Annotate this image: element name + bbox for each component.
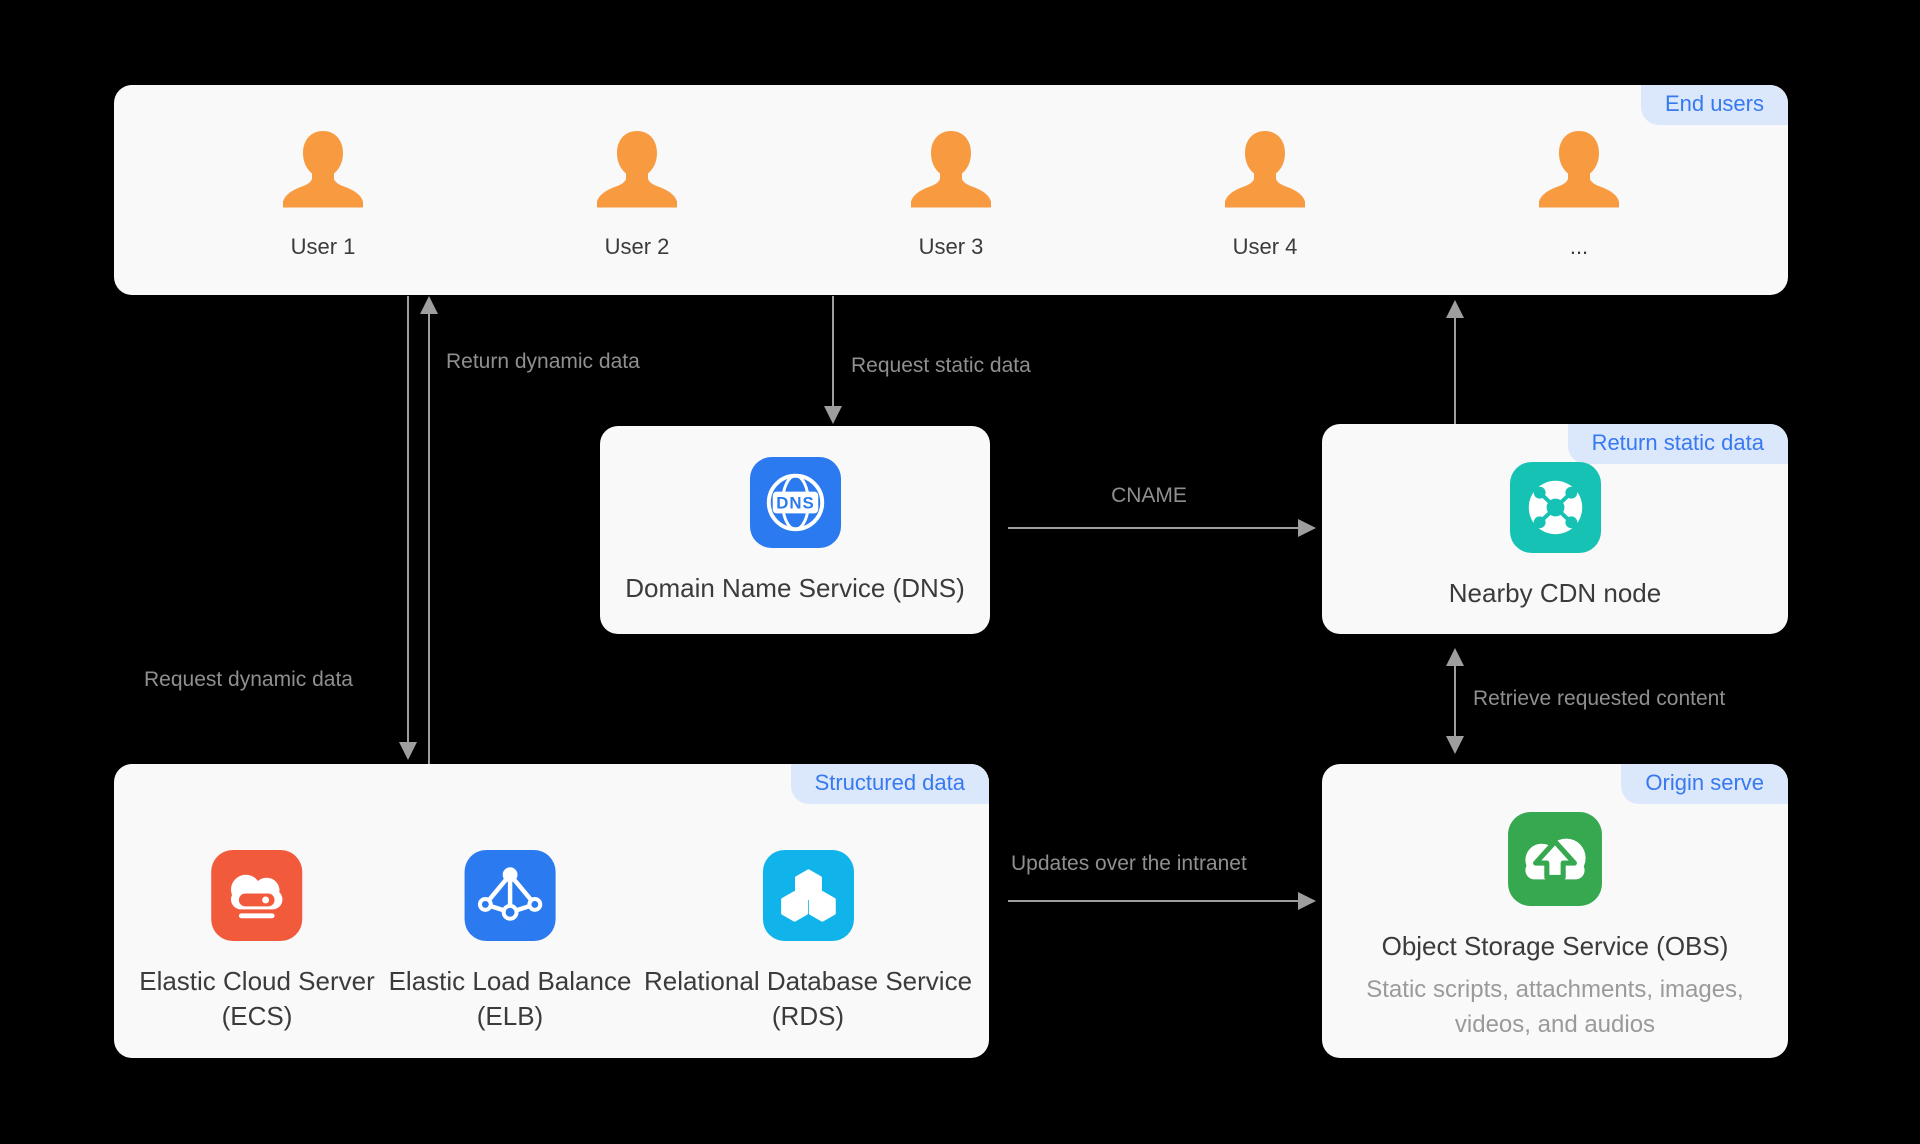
edge-label-updates: Updates over the intranet — [1011, 852, 1247, 875]
user-icon — [275, 121, 371, 222]
cdn-label: Nearby CDN node — [1448, 577, 1662, 608]
dns-panel: DNS Domain Name Service (DNS) — [600, 426, 990, 634]
user-cell: User 1 — [166, 121, 480, 260]
user-icon — [589, 121, 685, 222]
user-cell: User 2 — [480, 121, 794, 260]
obs-label: Object Storage Service (OBS) — [1381, 931, 1729, 961]
user-cell: User 3 — [794, 121, 1108, 260]
user-cell: ... — [1422, 121, 1736, 260]
structured-data-badge: Structured data — [790, 764, 989, 804]
elb-label: Elastic Load Balance (ELB) — [388, 966, 632, 1031]
cdn-panel: Return static data Nearby CDN node — [1322, 424, 1788, 634]
structured-data-panel: Structured data Elastic Cloud Server (EC… — [114, 764, 989, 1058]
elb-icon — [462, 848, 557, 948]
user-label: User 1 — [290, 233, 356, 259]
edge-label-return-dynamic: Return dynamic data — [446, 350, 640, 373]
edge-label-retrieve: Retrieve requested content — [1473, 687, 1726, 710]
user-label: User 4 — [1232, 233, 1298, 259]
users-row: User 1 User 2 User 3 User 4 — [114, 85, 1788, 295]
obs-subtitle: Static scripts, attachments, images, vid… — [1366, 976, 1744, 1038]
ecs-label: Elastic Cloud Server (ECS) — [139, 966, 375, 1031]
cdn-node-icon — [1508, 460, 1603, 560]
return-static-data-badge: Return static data — [1567, 424, 1788, 464]
user-cell: User 4 — [1108, 121, 1422, 260]
rds-icon — [760, 848, 855, 948]
origin-serve-panel: Origin serve Object Storage Service (OBS… — [1322, 764, 1788, 1058]
origin-serve-badge: Origin serve — [1621, 764, 1788, 804]
dns-label: Domain Name Service (DNS) — [625, 572, 965, 603]
user-label: User 3 — [918, 233, 984, 259]
dns-icon: DNS — [748, 455, 843, 555]
user-label: ... — [1569, 233, 1589, 259]
end-users-badge: End users — [1640, 85, 1788, 125]
svg-text:DNS: DNS — [776, 493, 814, 512]
end-users-panel: End users User 1 User 2 User 3 — [114, 85, 1788, 295]
user-icon — [1217, 121, 1313, 222]
edge-label-cname: CNAME — [1111, 484, 1187, 507]
user-label: User 2 — [604, 233, 670, 259]
edge-label-request-static: Request static data — [851, 354, 1031, 377]
ecs-icon — [209, 848, 304, 948]
rds-label: Relational Database Service (RDS) — [643, 966, 973, 1031]
obs-icon — [1506, 810, 1604, 913]
user-icon — [903, 121, 999, 222]
elb-cell: Elastic Load Balance (ELB) — [388, 848, 632, 1034]
edge-label-request-dynamic: Request dynamic data — [144, 668, 353, 691]
user-icon — [1531, 121, 1627, 222]
rds-cell: Relational Database Service (RDS) — [644, 848, 972, 1034]
ecs-cell: Elastic Cloud Server (ECS) — [139, 848, 375, 1034]
